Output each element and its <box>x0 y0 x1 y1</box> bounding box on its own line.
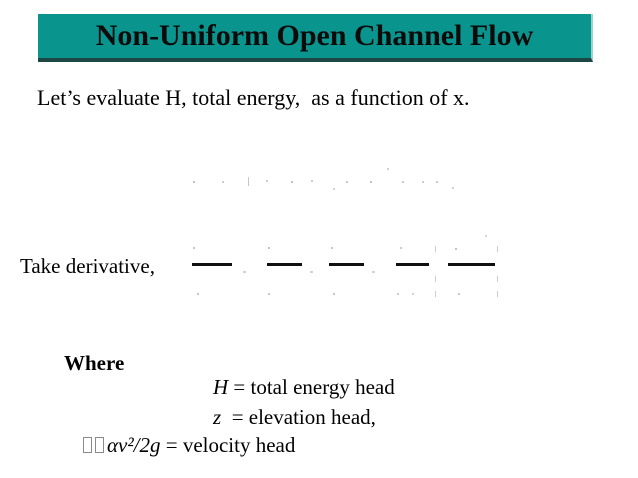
velocity-term: αv²/2g <box>107 433 161 457</box>
equation-mark <box>222 181 224 183</box>
equation-mark <box>243 271 246 273</box>
equation-mark <box>448 263 495 266</box>
slide-title: Non-Uniform Open Channel Flow <box>95 19 534 52</box>
equation-mark <box>497 276 498 282</box>
equation-mark <box>268 247 270 249</box>
equation-mark <box>197 293 199 295</box>
equation-mark <box>193 247 195 249</box>
equation-mark <box>192 263 232 266</box>
equation-mark <box>333 293 335 295</box>
definition-text: = elevation head, <box>221 405 376 429</box>
title-banner: Non-Uniform Open Channel Flow <box>38 14 593 62</box>
equation-mark <box>497 291 498 297</box>
definition-velocity-head: αv²/2g = velocity head <box>62 408 295 478</box>
take-derivative-label: Take derivative, <box>20 254 155 278</box>
equation-mark <box>412 293 414 295</box>
equation-mark <box>497 246 498 252</box>
equation-mark <box>346 181 348 183</box>
missing-glyph-box <box>83 437 92 453</box>
equation-mark <box>311 180 313 182</box>
definition-text: = velocity head <box>160 433 296 457</box>
equation-mark <box>387 168 389 170</box>
equation-mark <box>248 177 249 186</box>
missing-glyph-box <box>95 437 104 453</box>
equation-mark <box>291 181 293 183</box>
equation-mark <box>193 181 195 183</box>
equation-mark <box>435 246 436 252</box>
equation-mark <box>333 188 335 190</box>
equation-mark <box>268 293 270 295</box>
equation-mark <box>331 247 333 249</box>
equation-mark <box>267 263 302 266</box>
equation-mark <box>372 271 375 273</box>
equation-mark <box>452 187 454 189</box>
definition-elevation-head: z = elevation head, <box>192 380 376 455</box>
equation-mark <box>435 291 436 297</box>
equation-mark <box>435 276 436 282</box>
body-text: Let’s evaluate H, total energy, as a fun… <box>37 85 470 110</box>
definition-term: H <box>213 375 229 399</box>
equation-mark <box>400 247 402 249</box>
equation-mark <box>422 181 424 183</box>
definition-term: z <box>213 405 222 429</box>
equation-mark <box>402 181 404 183</box>
definition-text: = total energy head <box>228 375 395 399</box>
equation-mark <box>458 293 460 295</box>
equation-mark <box>266 180 268 182</box>
equation-mark <box>485 235 487 237</box>
equation-mark <box>329 263 364 266</box>
equation-mark <box>396 263 429 266</box>
equation-mark <box>370 181 372 183</box>
definition-total-energy-head: H = total energy head <box>192 350 395 425</box>
equation-mark <box>455 248 457 250</box>
equation-mark <box>310 271 313 273</box>
equation-mark <box>397 293 399 295</box>
equation-mark <box>436 181 438 183</box>
where-label: Where <box>64 351 125 375</box>
